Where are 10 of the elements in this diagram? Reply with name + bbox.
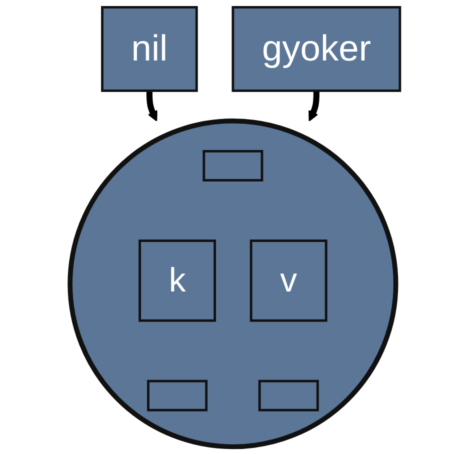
cluster [68,118,398,450]
node-box: k [138,240,216,322]
node-box: gyoker [232,6,402,92]
node-box [258,380,319,412]
node-box [202,150,264,182]
node-box: nil [101,6,198,92]
node-box [147,380,208,412]
node-box: v [250,240,328,322]
arrow [146,90,158,122]
arrow [308,90,320,122]
